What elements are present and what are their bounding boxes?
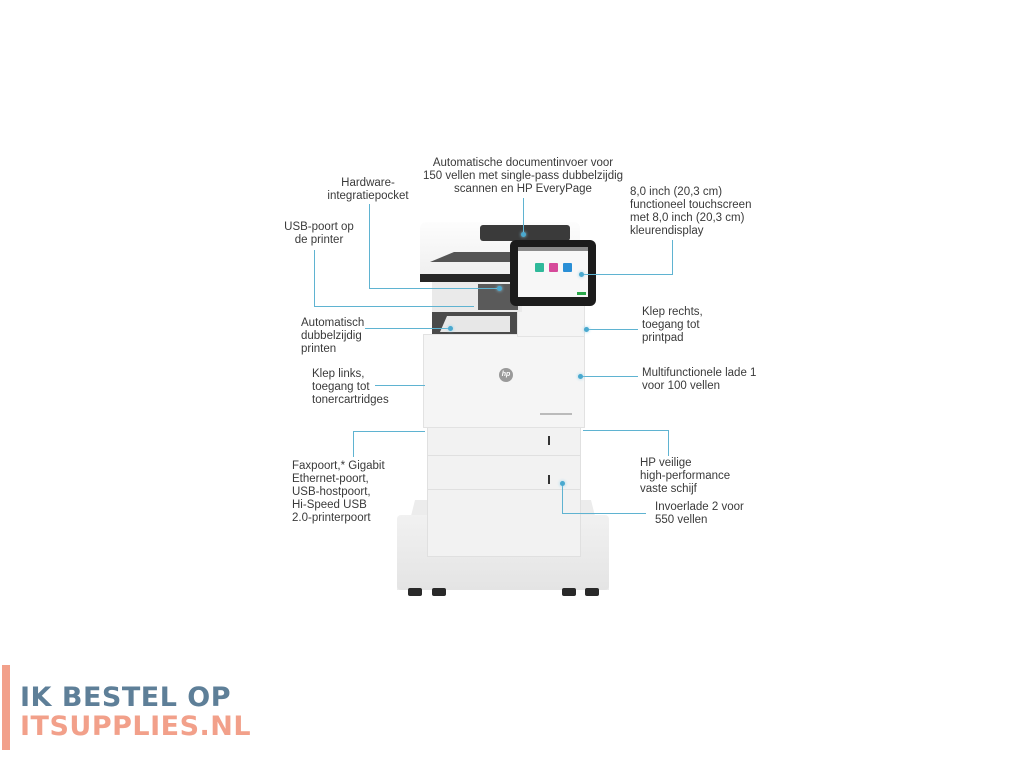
stand-foot <box>408 588 422 596</box>
model-label <box>540 413 572 415</box>
tray-2 <box>427 424 581 456</box>
output-paper <box>440 316 510 332</box>
callout-ports: Faxpoort,* Gigabit Ethernet-poort, USB-h… <box>292 460 385 524</box>
watermark-accent-bar <box>2 665 10 750</box>
stand-foot <box>562 588 576 596</box>
callout-tray2: Invoerlade 2 voor 550 vellen <box>655 501 744 526</box>
leader-touch-h <box>583 274 673 275</box>
callout-tray1: Multifunctionele lade 1 voor 100 vellen <box>642 367 757 392</box>
leader-tray1 <box>580 376 638 377</box>
callout-duplex: Automatisch dubbelzijdig printen <box>301 317 365 355</box>
callout-hip: Hardware- integratiepocket <box>327 177 409 202</box>
callout-left-door: Klep links, toegang tot tonercartridges <box>312 368 389 406</box>
leader-hdd-h <box>583 430 669 431</box>
watermark-line-1: IK BESTEL OP <box>20 682 232 713</box>
stand-foot <box>432 588 446 596</box>
leader-hip-h <box>369 288 499 289</box>
leader-hdd-v <box>668 430 669 456</box>
leader-adf <box>523 198 524 234</box>
callout-hdd: HP veilige high-performance vaste schijf <box>640 457 731 495</box>
right-door <box>517 305 585 337</box>
leader-tray2-v <box>562 483 563 514</box>
hotspot-adf <box>521 232 526 237</box>
touchscreen[interactable] <box>518 247 588 297</box>
leader-tray2-h <box>562 513 646 514</box>
tray-3 <box>427 454 581 491</box>
leader-left-door <box>375 385 425 386</box>
copy-app-icon[interactable] <box>535 263 544 272</box>
leader-ports-h <box>353 431 425 432</box>
confirm-button[interactable] <box>577 292 586 295</box>
adf-output-tray <box>430 252 510 262</box>
tray-bottom <box>427 489 581 557</box>
tray-handle-icon <box>548 475 550 484</box>
print-app-icon[interactable] <box>563 263 572 272</box>
leader-touch-v <box>672 240 673 275</box>
leader-hip-v <box>369 204 370 289</box>
leader-usb-v <box>314 250 315 307</box>
stand-foot <box>585 588 599 596</box>
hotspot-hip <box>497 286 502 291</box>
callout-touchscreen: 8,0 inch (20,3 cm) functioneel touchscre… <box>630 186 752 237</box>
leader-duplex <box>365 328 450 329</box>
scan-app-icon[interactable] <box>549 263 558 272</box>
leader-right-door <box>586 329 638 330</box>
tray-handle-icon <box>548 436 550 445</box>
callout-adf: Automatische documentinvoer voor 150 vel… <box>422 157 624 195</box>
hotspot-tray1 <box>578 374 583 379</box>
callout-right-door: Klep rechts, toegang tot printpad <box>642 306 703 344</box>
hotspot-tray2 <box>560 481 565 486</box>
watermark-line-2: ITSUPPLIES.NL <box>20 711 252 742</box>
hotspot-touch <box>579 272 584 277</box>
hp-logo-icon: hp <box>499 368 513 382</box>
hotspot-right-door <box>584 327 589 332</box>
hotspot-duplex <box>448 326 453 331</box>
scanner-lid-edge <box>420 274 518 282</box>
callout-usb: USB-poort op de printer <box>284 221 354 246</box>
screen-titlebar <box>518 247 588 251</box>
leader-usb-h <box>314 306 474 307</box>
leader-ports-v <box>353 431 354 457</box>
printer-body <box>423 334 585 428</box>
